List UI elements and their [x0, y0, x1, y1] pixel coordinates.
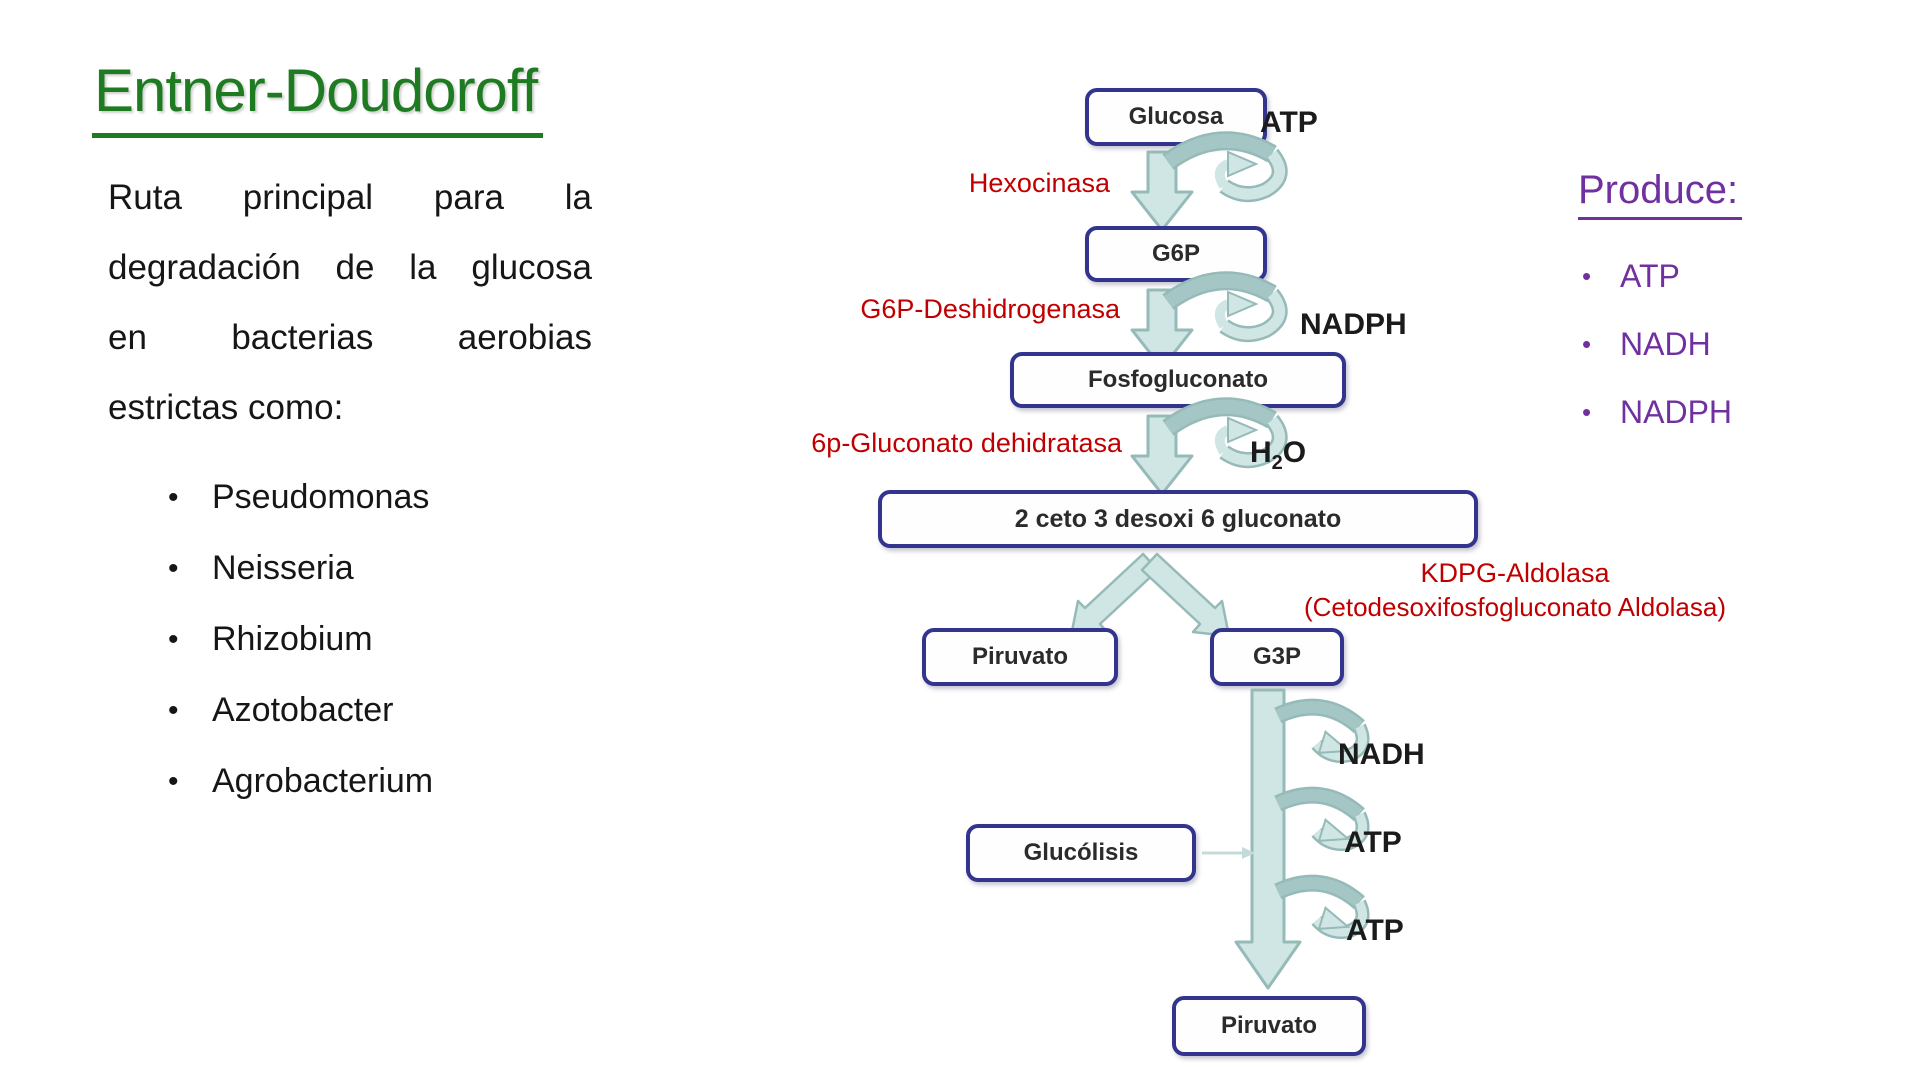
list-item: • NADH: [1578, 310, 1742, 378]
node-2ceto3desoxi6gluconato: 2 ceto 3 desoxi 6 gluconato: [878, 490, 1478, 548]
node-glucolisis: Glucólisis: [966, 824, 1196, 882]
list-item-label: Azotobacter: [212, 691, 394, 729]
long-down-arrow-icon: [1234, 688, 1302, 990]
cofactor-curl-icon: [1162, 271, 1288, 343]
bullet-icon: •: [1582, 328, 1592, 359]
intro-paragraph: Ruta principal para la degradación de la…: [108, 178, 592, 458]
list-item-label: Rhizobium: [212, 620, 373, 658]
list-item-label: NADPH: [1620, 393, 1733, 430]
list-item: • Neisseria: [168, 533, 433, 604]
node-piruvato-left: Piruvato: [922, 628, 1118, 686]
enzyme-kdpg-aldolasa-paren: (Cetodesoxifosfogluconato Aldolasa): [1303, 592, 1727, 622]
cofactor-curl-icon: [1274, 698, 1370, 764]
cofactor-nadph: NADPH: [1300, 308, 1407, 341]
bullet-icon: •: [168, 764, 179, 798]
paragraph-line: en bacterias aerobias: [108, 318, 592, 357]
bullet-icon: •: [1582, 396, 1592, 427]
enzyme-gluconato-dehidratasa: 6p-Gluconato dehidratasa: [811, 428, 1122, 458]
list-item-label: Pseudomonas: [212, 478, 430, 516]
page-title: Entner-Doudoroff: [92, 56, 544, 138]
enzyme-hexocinasa: Hexocinasa: [968, 168, 1110, 198]
list-item: • Pseudomonas: [168, 462, 433, 533]
produce-panel: Produce: • ATP • NADH • NADPH: [1578, 168, 1743, 446]
bacteria-list: • Pseudomonas • Neisseria • Rhizobium • Azot…: [168, 462, 433, 817]
node-piruvato-bottom: Piruvato: [1172, 996, 1366, 1056]
list-item-label: Neisseria: [212, 549, 354, 587]
list-item: • Rhizobium: [168, 604, 433, 675]
paragraph-line: estrictas como:: [108, 388, 344, 427]
split-arrow-icon: [1069, 552, 1231, 638]
enzyme-kdpg-aldolasa-name: KDPG-Aldolasa: [1420, 558, 1610, 588]
bullet-icon: •: [168, 551, 179, 585]
node-glucosa: Glucosa: [1085, 88, 1267, 146]
list-item-label: Agrobacterium: [212, 762, 434, 800]
cofactor-atp-mid: ATP: [1344, 826, 1402, 859]
cofactor-curl-icon: [1274, 874, 1370, 940]
list-item-label: NADH: [1620, 325, 1711, 362]
bullet-icon: •: [168, 693, 179, 727]
enzyme-kdpg-aldolasa: KDPG-Aldolasa (Cetodesoxifosfogluconato …: [1280, 556, 1750, 624]
cofactor-curl-icon: [1162, 131, 1288, 203]
paragraph-line: degradación de la glucosa: [108, 248, 592, 287]
node-g6p: G6P: [1085, 226, 1267, 282]
node-g3p: G3P: [1210, 628, 1344, 686]
cofactor-curl-icon: [1162, 397, 1288, 469]
enzyme-g6p-deshidrogenasa: G6P-Deshidrogenasa: [860, 294, 1120, 324]
bullet-icon: •: [168, 480, 179, 514]
cofactor-nadh: NADH: [1338, 738, 1425, 771]
list-item-label: ATP: [1620, 257, 1680, 294]
thin-arrow-icon: [1202, 847, 1255, 859]
cofactor-h2o: H2O: [1250, 436, 1307, 474]
list-item: • NADPH: [1578, 378, 1742, 446]
node-fosfogluconato: Fosfogluconato: [1010, 352, 1346, 408]
list-item: • ATP: [1578, 242, 1742, 310]
produce-title: Produce:: [1578, 168, 1743, 220]
cofactor-curl-icon: [1274, 786, 1370, 852]
bullet-icon: •: [1582, 260, 1592, 291]
cofactor-atp-top: ATP: [1260, 106, 1318, 139]
list-item: • Agrobacterium: [168, 746, 433, 817]
cofactor-atp-low: ATP: [1346, 914, 1404, 947]
produce-list: • ATP • NADH • NADPH: [1578, 242, 1742, 446]
paragraph-line: Ruta principal para la: [108, 178, 592, 217]
bullet-icon: •: [168, 622, 179, 656]
list-item: • Azotobacter: [168, 675, 433, 746]
